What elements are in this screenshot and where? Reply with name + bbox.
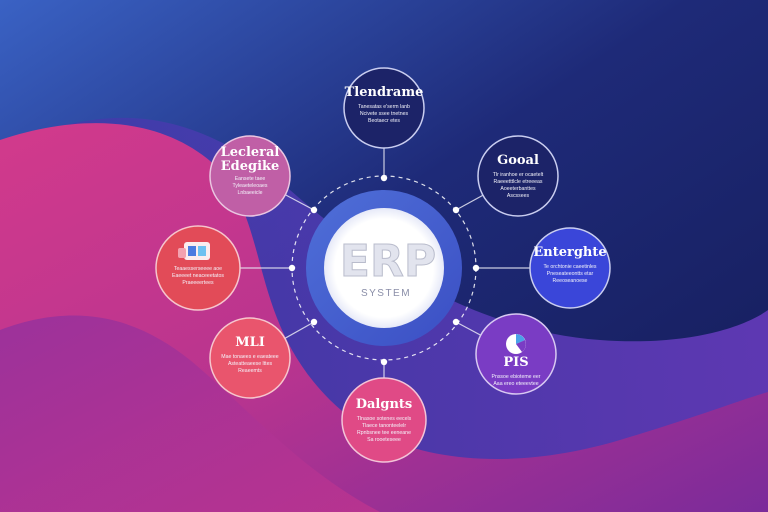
chart-pie-icon bbox=[506, 334, 526, 354]
node-line-data-1: Eaeeeet neaceeetatos bbox=[172, 273, 224, 279]
node-line-timeframe-0: Tanesatas e'serm lanb bbox=[358, 104, 410, 110]
node-enterprise: Enterghte Te orchtonie caeetinlesPneseate… bbox=[529, 227, 611, 309]
node-circle-delights bbox=[341, 377, 427, 463]
node-line-logical-0: Eansete taee bbox=[235, 176, 266, 182]
node-circle-goal bbox=[477, 135, 559, 217]
node-line-timeframe-1: Ncivete ssee tnetnes bbox=[360, 111, 409, 117]
node-circle-enterprise bbox=[529, 227, 611, 309]
node-line-timeframe-2: Beotaecr etes bbox=[368, 118, 400, 124]
connector-dot-logical bbox=[310, 206, 318, 214]
connector-dot-data bbox=[288, 264, 296, 272]
node-line-pis-1: Aaa ereo eteeevtee bbox=[493, 381, 538, 387]
node-title-timeframe: Tlendrame bbox=[345, 85, 424, 100]
connector-dot-enterprise bbox=[472, 264, 480, 272]
dashboard-icon bbox=[178, 242, 210, 260]
node-circle-ml bbox=[209, 317, 291, 399]
node-line-goal-3: Ascssees bbox=[507, 193, 530, 199]
node-line-goal-2: Aoeeterbanttes bbox=[500, 186, 536, 192]
connector-dot-goal bbox=[452, 206, 460, 214]
node-line-goal-1: Raeeetttlcle etreeeas bbox=[493, 179, 542, 185]
center-hub bbox=[324, 208, 444, 328]
node-line-ml-0: Mae tonaees e eaeateee bbox=[221, 354, 279, 360]
node-line-delights-1: Tlaece tanonteelelr bbox=[362, 423, 406, 429]
node-circle-logical bbox=[209, 135, 291, 217]
node-line-enterprise-1: Pneseateeontts etar bbox=[547, 271, 594, 277]
connector-dot-ml bbox=[310, 318, 318, 326]
connector-dot-timeframe bbox=[380, 174, 388, 182]
node-line-delights-2: Rpnbsnee tee eeneane bbox=[357, 430, 411, 436]
center-subtitle: SYSTEM bbox=[361, 288, 411, 299]
node-line-goal-0: Tlr iranhoe er ocaetelt bbox=[493, 172, 544, 178]
node-line-delights-0: Tlnasoe sotenes eecels bbox=[357, 416, 412, 422]
node-line-data-2: Praeeeertees bbox=[182, 280, 214, 286]
background-wave-purple bbox=[0, 315, 380, 512]
node-circle-timeframe bbox=[343, 67, 425, 149]
node-line-enterprise-0: Te orchtonie caeetinles bbox=[543, 264, 596, 270]
node-line-delights-3: Sa rooeteseee bbox=[367, 437, 401, 443]
node-line-data-0: Teaaesserseeee aoe bbox=[174, 266, 222, 272]
center-title: ERP bbox=[340, 236, 436, 287]
node-line-logical-2: Lnbaeeicle bbox=[237, 190, 262, 196]
node-line-pis-0: Pnssoe ebioteme eer bbox=[491, 374, 540, 380]
node-circle-data bbox=[155, 225, 241, 311]
node-line-ml-1: Asteatteaeese lttes bbox=[228, 361, 273, 367]
node-title-goal: Gooal bbox=[497, 153, 539, 168]
connector-dot-delights bbox=[380, 358, 388, 366]
node-title-pis: PIS bbox=[503, 355, 528, 370]
node-line-ml-2: Reaeemts bbox=[238, 368, 262, 374]
node-line-enterprise-2: Reeoseanoese bbox=[553, 278, 588, 284]
node-title-enterprise: Enterghte bbox=[533, 245, 606, 260]
node-line-logical-1: Tyleaeteleoaes bbox=[233, 183, 268, 189]
connector-dot-pis bbox=[452, 318, 460, 326]
node-title-ml: MLI bbox=[235, 335, 265, 350]
node-title-delights: Dalgnts bbox=[356, 397, 413, 412]
